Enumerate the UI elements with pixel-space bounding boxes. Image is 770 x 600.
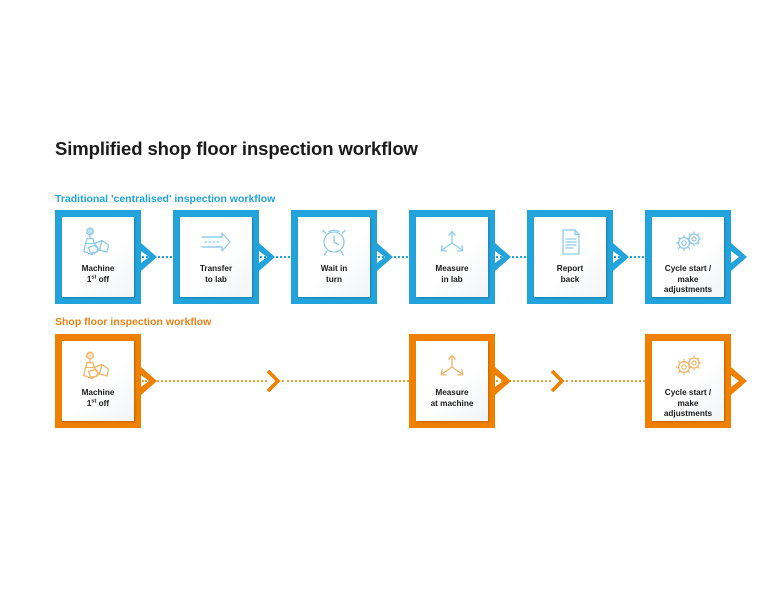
- chevron-right-icon: [377, 243, 393, 271]
- connector-blue-4: [496, 256, 534, 260]
- chevron-right-icon: [613, 243, 629, 271]
- row-label-traditional: Traditional 'centralised' inspection wor…: [55, 193, 276, 205]
- chevron-right-icon: [495, 367, 511, 395]
- transfer-arrow-icon: [199, 226, 233, 258]
- page-title: Simplified shop floor inspection workflo…: [55, 138, 418, 159]
- chevron-right-icon: [141, 367, 157, 395]
- connector-blue-3: [378, 256, 416, 260]
- chevron-right-icon: [259, 243, 275, 271]
- gears-icon: [671, 226, 705, 258]
- gears-icon: [671, 350, 705, 382]
- chevron-marker-icon-2: [550, 367, 565, 395]
- machine-probe-icon: [81, 226, 115, 258]
- document-icon: [553, 226, 587, 258]
- connector-blue-5: [614, 256, 652, 260]
- alarm-clock-icon: [317, 226, 351, 258]
- chevron-marker-icon-1: [266, 367, 281, 395]
- row-label-shopfloor: Shop floor inspection workflow: [55, 316, 212, 328]
- chevron-right-icon: [731, 243, 747, 271]
- chevron-right-icon: [495, 243, 511, 271]
- connector-blue-1: [142, 256, 180, 260]
- connector-blue-2: [260, 256, 298, 260]
- measure-axis-icon: [435, 350, 469, 382]
- chevron-right-icon: [731, 367, 747, 395]
- connector-orange-2a: [496, 380, 551, 384]
- machine-probe-icon: [81, 350, 115, 382]
- connector-orange-1a: [142, 380, 267, 384]
- measure-axis-icon: [435, 226, 469, 258]
- chevron-right-icon: [141, 243, 157, 271]
- connector-orange-2b: [566, 380, 645, 384]
- connector-orange-1b: [282, 380, 409, 384]
